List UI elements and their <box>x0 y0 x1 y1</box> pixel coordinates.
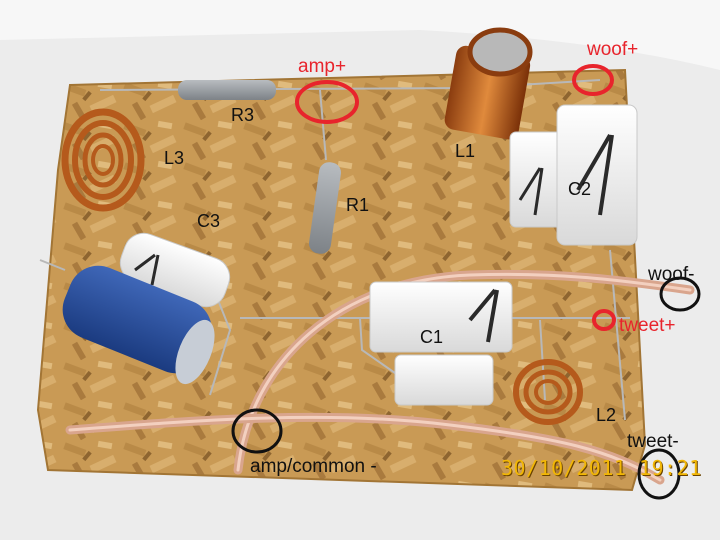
inductor-l3 <box>61 108 145 212</box>
amp-plus-marker <box>295 80 359 124</box>
resistor-r1 <box>308 162 342 254</box>
woof-plus-marker <box>572 64 614 96</box>
callout-tweet-minus: tweet- <box>627 431 679 452</box>
woof-minus-marker <box>659 276 701 312</box>
inductor-l1 <box>444 27 533 140</box>
resistor-r3 <box>178 80 276 100</box>
callout-amp-plus: amp+ <box>298 56 347 77</box>
capacitor-c1 <box>369 281 513 353</box>
label-c2: C2 <box>568 179 592 199</box>
label-l3: L3 <box>164 148 185 168</box>
label-r3: R3 <box>231 105 255 125</box>
amp-common-minus-marker <box>231 408 283 454</box>
label-c1: C1 <box>420 327 444 347</box>
label-l2: L2 <box>596 405 617 425</box>
capacitor-c2 <box>509 104 638 246</box>
callout-amp-common-minus: amp/common - <box>250 456 377 477</box>
tweet-minus-marker <box>637 448 681 500</box>
label-c3: C3 <box>197 211 221 231</box>
label-l1: L1 <box>455 141 476 161</box>
inductor-l2 <box>513 359 583 425</box>
label-r1: R1 <box>346 195 370 215</box>
capacitor-c3 <box>119 232 231 308</box>
callout-woof-minus: woof- <box>648 264 695 285</box>
capacitor-small <box>394 354 494 406</box>
callout-tweet-plus: tweet+ <box>619 315 676 336</box>
capacitor-blue <box>62 265 215 385</box>
tweet-plus-marker <box>592 309 616 331</box>
camera-timestamp: 30/10/2011 19:21 <box>501 456 702 480</box>
callout-markers <box>231 64 701 500</box>
speaker-cables <box>65 269 695 485</box>
callout-woof-plus: woof+ <box>587 39 639 60</box>
